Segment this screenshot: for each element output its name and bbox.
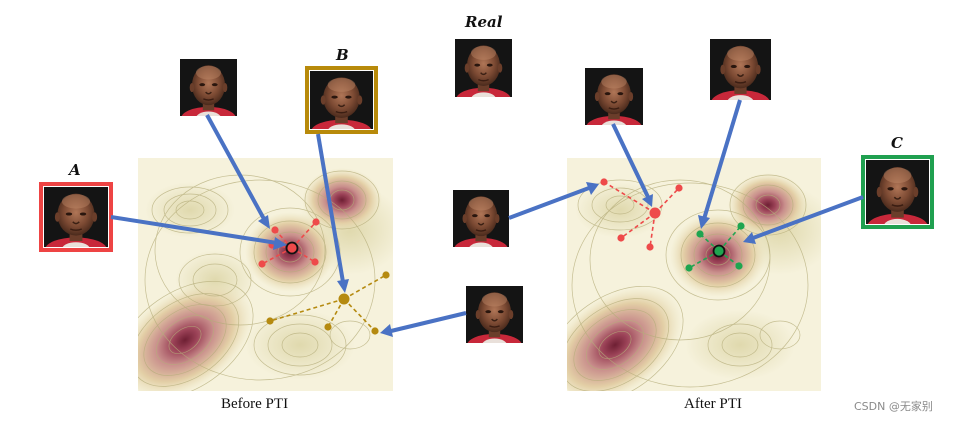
caption-before: Before PTI (221, 396, 289, 412)
arrow-afterleft-to-red (611, 123, 650, 198)
face-photo-bottom-mid (466, 286, 523, 343)
face-photo-b (305, 66, 378, 134)
label-b: B (336, 46, 349, 64)
arrow-bottom-to-gold (390, 311, 467, 333)
arrow-afterright-to-green (702, 99, 742, 220)
cluster-red-after (600, 178, 683, 251)
arrows (110, 99, 864, 337)
arrow-b-to-gold (316, 133, 345, 283)
density-map-after (567, 158, 821, 391)
label-real: Real (465, 13, 503, 31)
face-photo-real (455, 39, 512, 97)
face-photo-mid-left (453, 190, 509, 247)
cluster-green-after (685, 222, 745, 272)
face-photo-a (39, 182, 113, 252)
face-photo-c (861, 155, 934, 229)
label-c: C (891, 134, 903, 152)
density-map-before (138, 158, 393, 391)
arrow-mid-to-red-after (508, 186, 590, 220)
arrow-a-to-red (110, 215, 278, 245)
arrow-c-to-green (752, 195, 864, 240)
arrow-topleft-to-red (205, 114, 266, 220)
cluster-gold-before (266, 271, 390, 335)
watermark: CSDN @无家别 (854, 400, 933, 413)
cluster-red-before (258, 218, 320, 268)
label-a: A (69, 161, 81, 179)
caption-after: After PTI (684, 396, 742, 412)
